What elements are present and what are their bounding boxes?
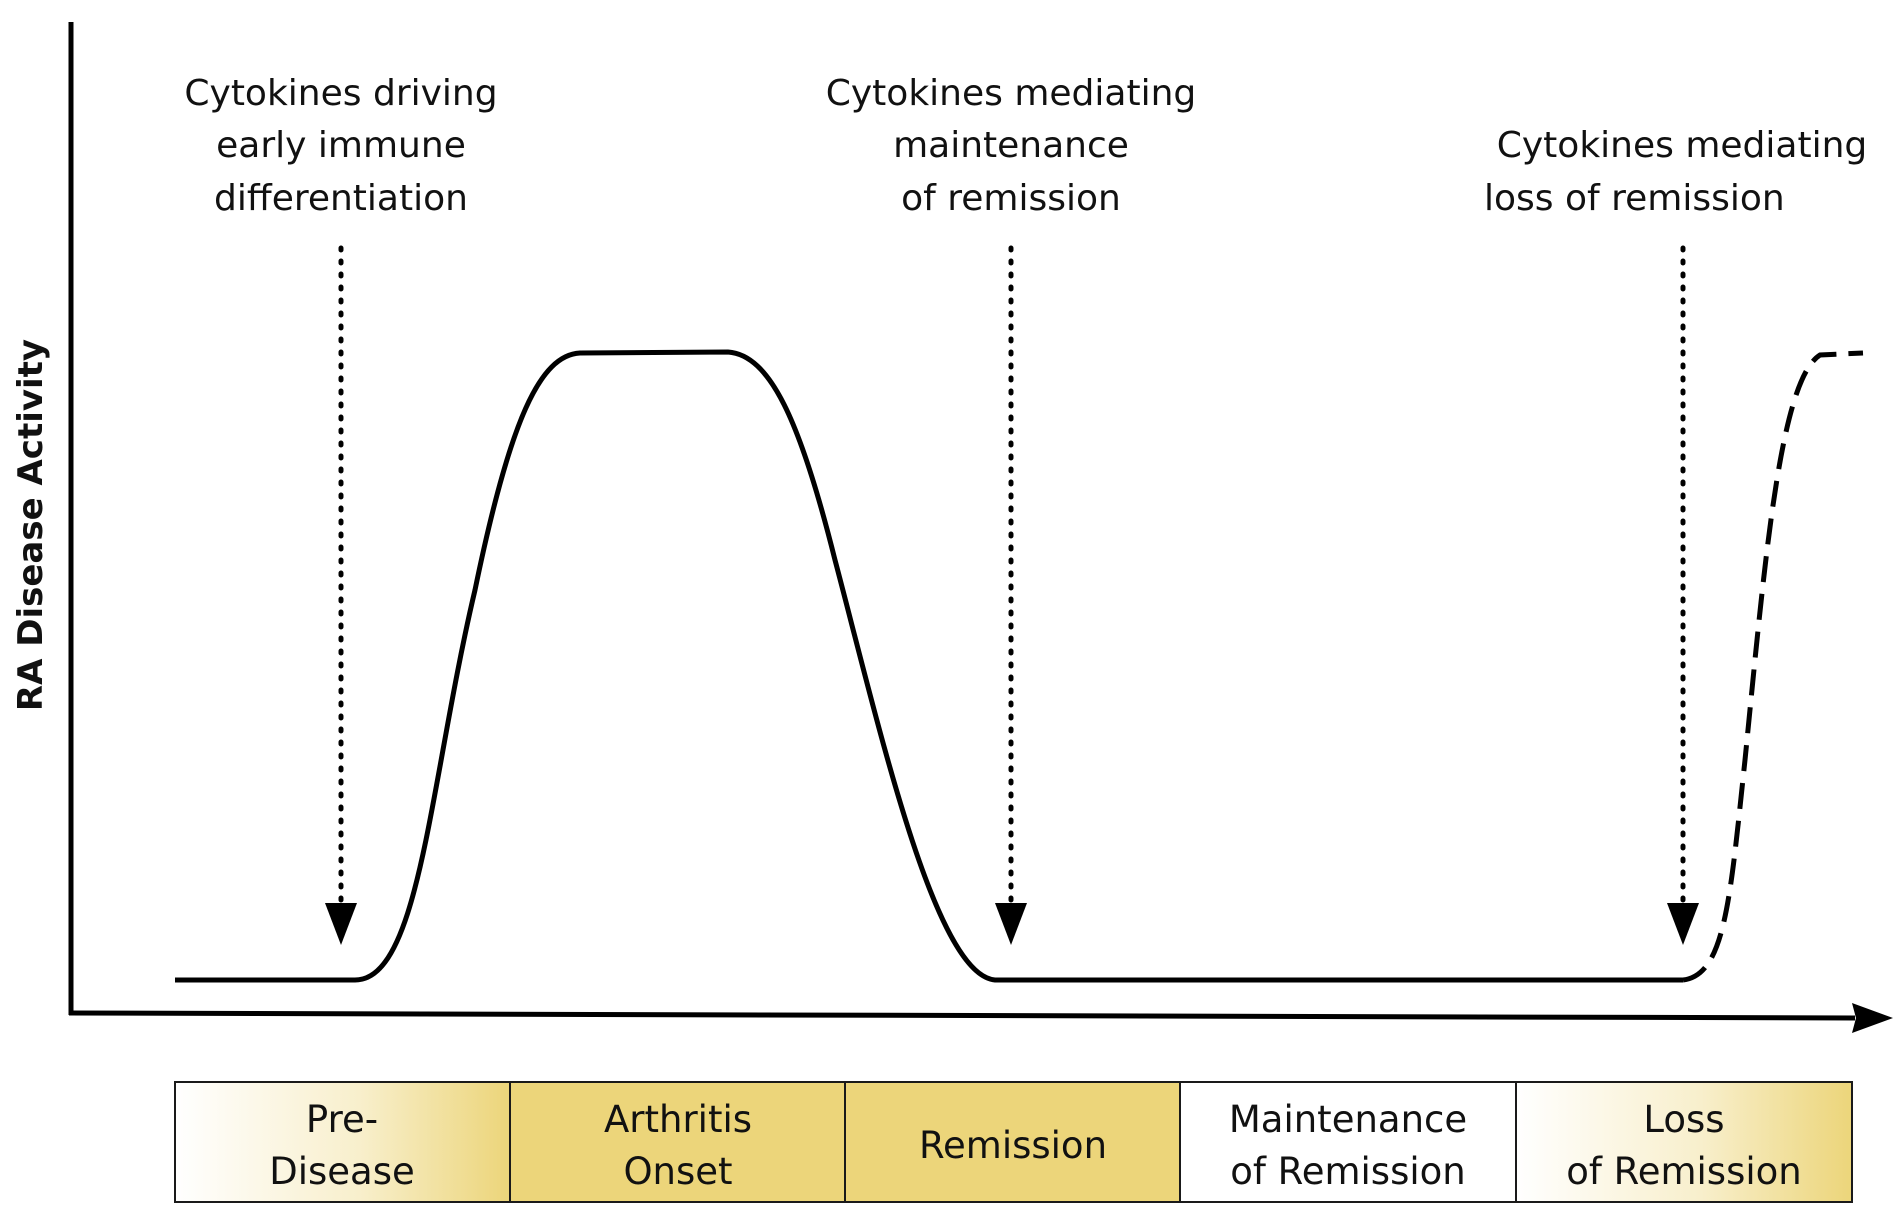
x-axis — [68, 1010, 1856, 1021]
annotation-line: Cytokines mediating — [826, 73, 1197, 114]
annotation-line: loss of remission — [1484, 178, 1785, 219]
annotation-line: Cytokines driving — [184, 73, 497, 114]
phase-box-arthritis-onset — [509, 1081, 846, 1203]
phase-bar: Pre- Disease Arthritis Onset Remission M… — [174, 1081, 1853, 1203]
phase-label: of Remission — [1230, 1150, 1465, 1193]
phase-label: Remission — [919, 1124, 1107, 1167]
arrow-down-icon — [995, 903, 1027, 945]
phase-label: of Remission — [1566, 1150, 1801, 1193]
disease-activity-curve — [175, 349, 1683, 983]
arrow-down-icon — [1667, 903, 1699, 945]
annotation-loss: Cytokines mediating loss of remission — [1484, 125, 1867, 945]
relapse-curve-dashed — [1682, 350, 1864, 983]
annotation-early-immune: Cytokines driving early immune different… — [184, 73, 498, 945]
annotation-line: Cytokines mediating — [1497, 125, 1868, 166]
annotation-line: early immune — [216, 125, 466, 166]
phase-box-pre-disease — [174, 1081, 511, 1203]
annotation-maintenance: Cytokines mediating maintenance of remis… — [826, 73, 1197, 945]
phase-label: Disease — [269, 1150, 415, 1193]
annotation-line: maintenance — [893, 125, 1129, 166]
phase-label: Onset — [623, 1150, 732, 1193]
phase-label: Maintenance — [1229, 1098, 1467, 1141]
phase-label: Loss — [1643, 1098, 1724, 1141]
arrow-down-icon — [325, 903, 357, 945]
phase-label: Pre- — [306, 1098, 378, 1141]
annotation-line: differentiation — [214, 178, 468, 219]
annotation-line: of remission — [901, 178, 1121, 219]
y-axis-label: RA Disease Activity — [11, 339, 51, 711]
x-axis-arrowhead — [1852, 1003, 1893, 1033]
phase-box-loss — [1515, 1081, 1853, 1203]
phase-box-remission — [844, 1081, 1181, 1203]
phase-label: Arthritis — [604, 1098, 752, 1141]
